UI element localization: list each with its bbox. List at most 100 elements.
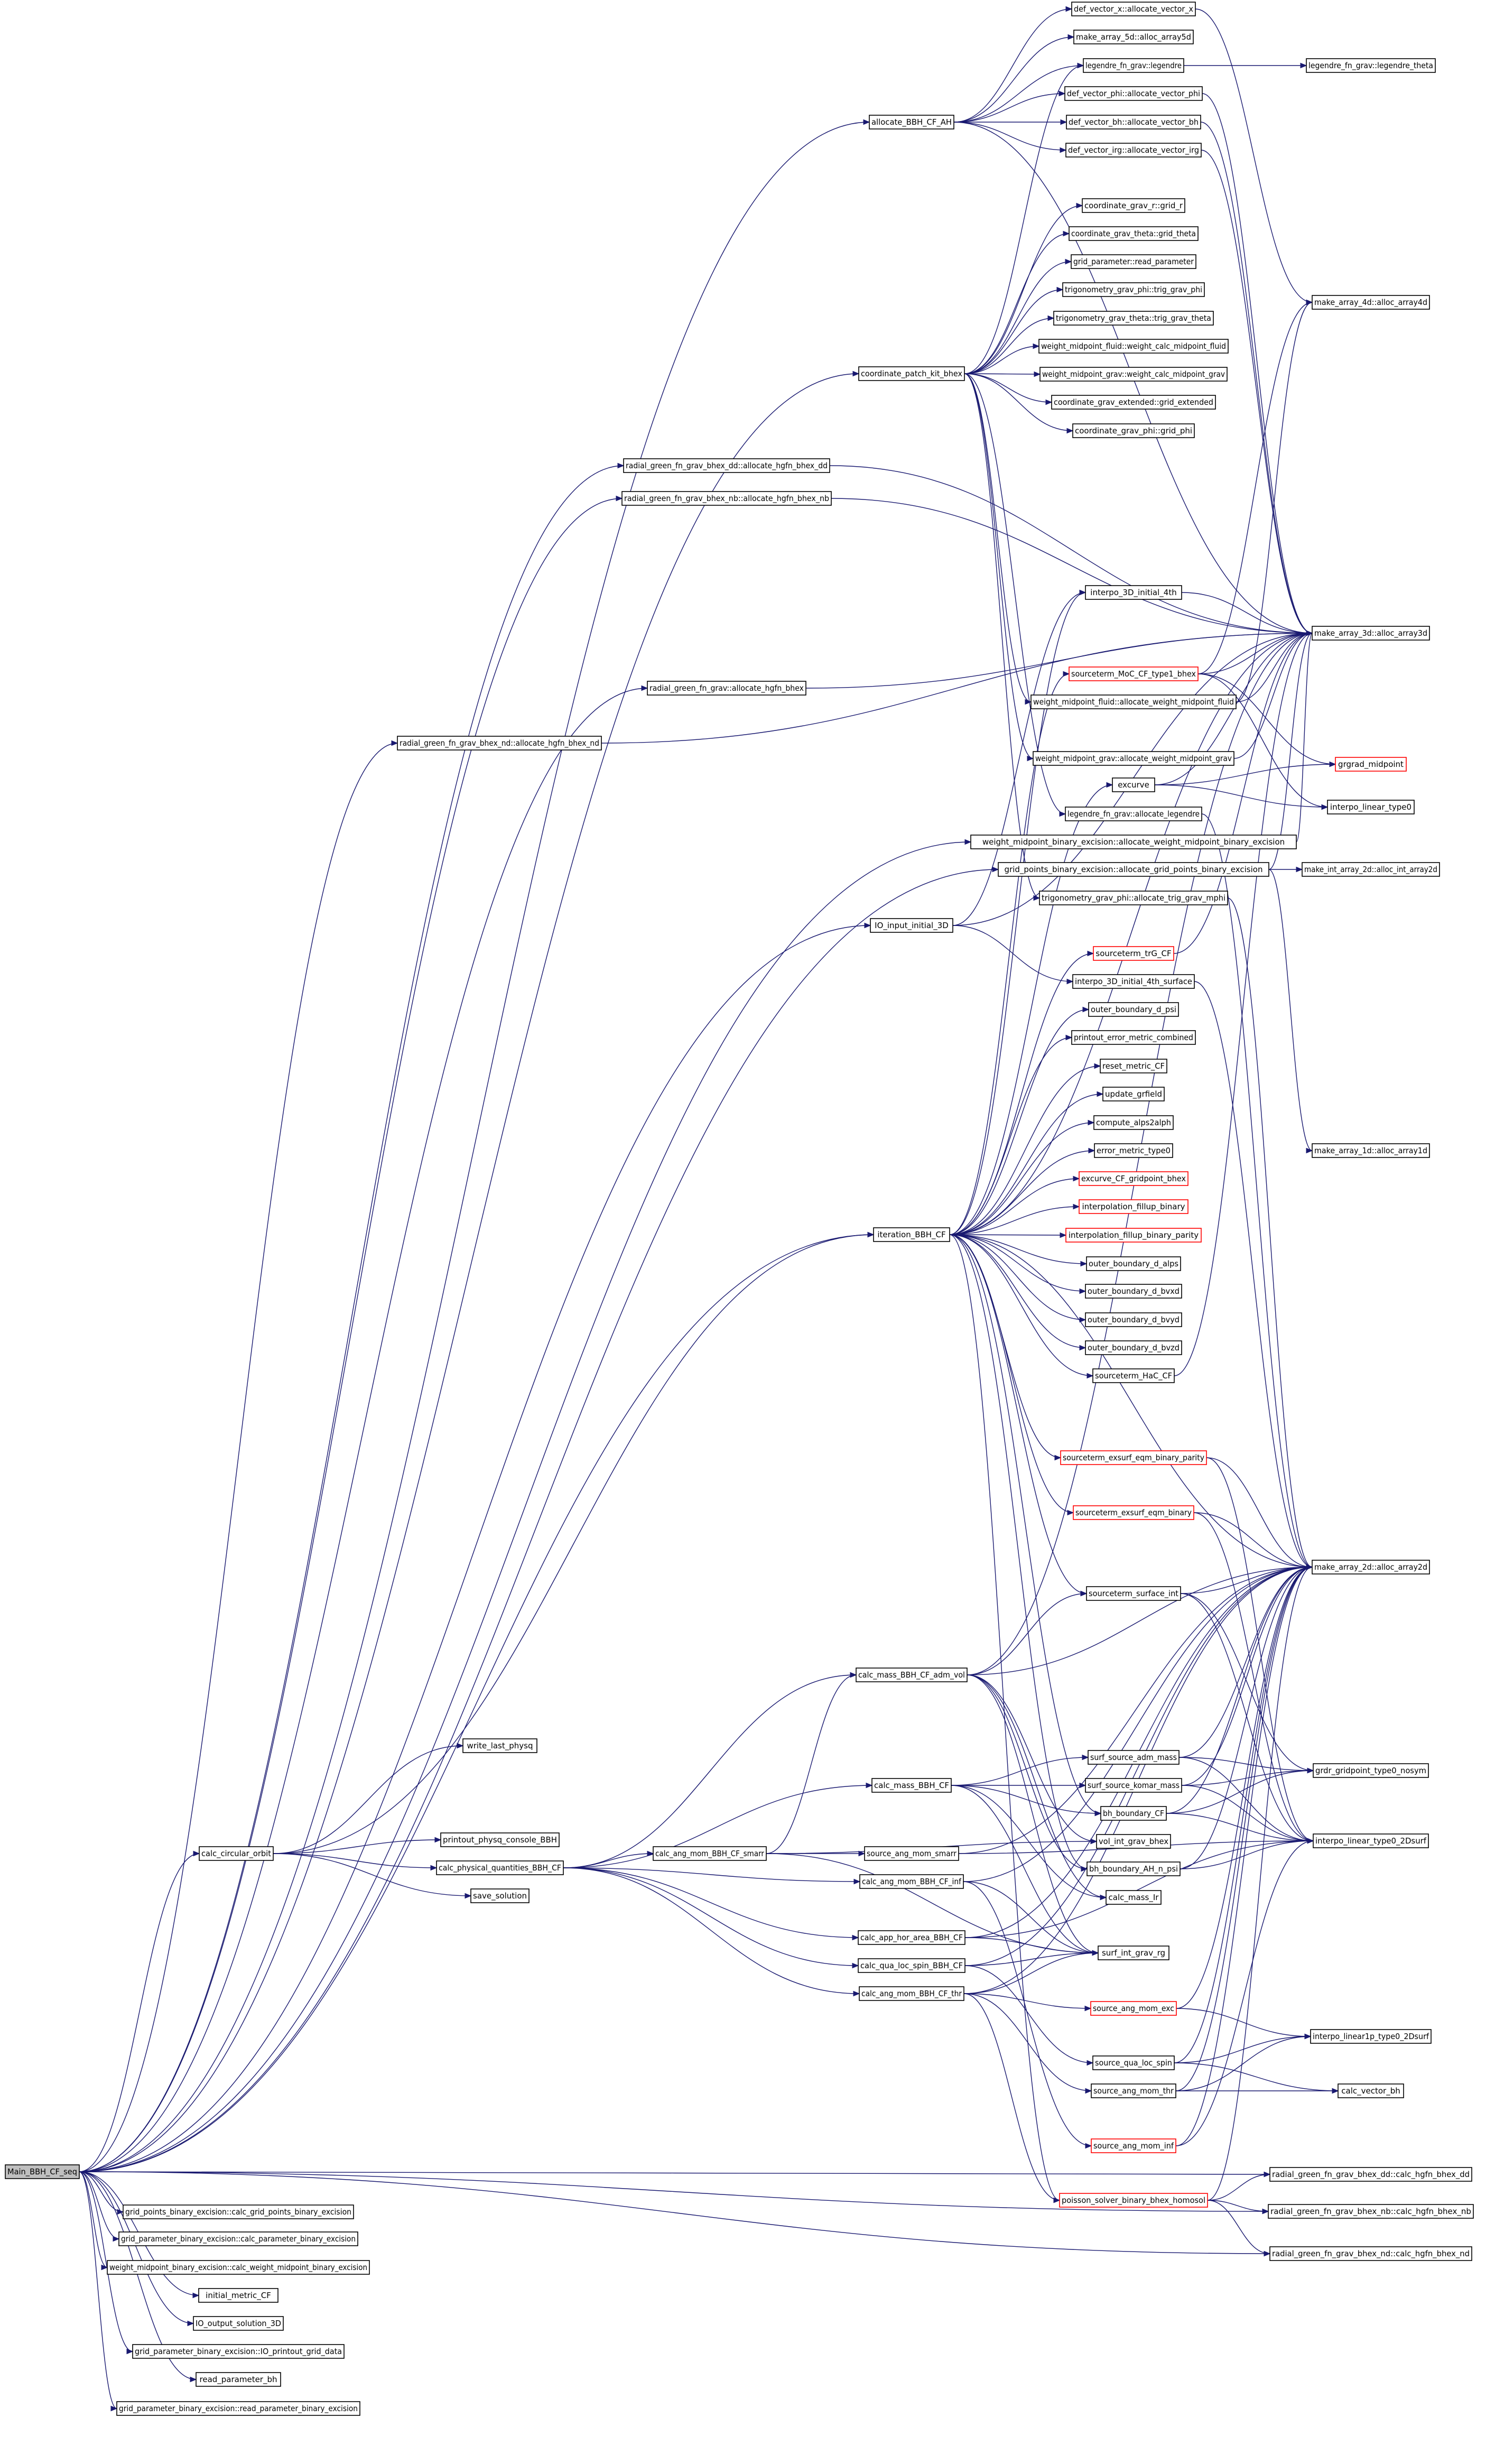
node-box[interactable] (1313, 1763, 1429, 1778)
node-legendre_alloc[interactable]: legendre_fn_grav::allocate_legendre (1065, 807, 1202, 821)
node-box[interactable] (1071, 254, 1196, 269)
node-box[interactable] (1312, 1560, 1430, 1574)
node-box[interactable] (1059, 2193, 1208, 2208)
node-read_param_binary_excision[interactable]: grid_parameter_binary_excision::read_par… (116, 2401, 360, 2416)
node-excurve[interactable]: excurve (1112, 777, 1155, 792)
node-box[interactable] (1065, 1228, 1202, 1243)
node-grdr_gridpoint_type0_nosym[interactable]: grdr_gridpoint_type0_nosym (1313, 1763, 1429, 1778)
node-box[interactable] (1069, 226, 1199, 241)
node-box[interactable] (871, 1778, 952, 1793)
node-box[interactable] (1100, 1059, 1167, 1073)
node-box[interactable] (1091, 2138, 1176, 2153)
node-box[interactable] (1090, 2001, 1177, 2016)
node-box[interactable] (1072, 423, 1195, 438)
node-box[interactable] (1302, 862, 1440, 877)
node-excurve_CF_gridpoint_bhex[interactable]: excurve_CF_gridpoint_bhex (1079, 1171, 1188, 1186)
node-alloc_hgfn_bhex_nb[interactable]: radial_green_fn_grav_bhex_nb::allocate_h… (621, 491, 832, 506)
node-calc_gp_binary_excision[interactable]: grid_points_binary_excision::calc_grid_p… (123, 2204, 354, 2219)
node-box[interactable] (123, 2204, 354, 2219)
node-box[interactable] (193, 2316, 284, 2331)
node-sourceterm_HaC_CF[interactable]: sourceterm_HaC_CF (1092, 1368, 1175, 1383)
node-box[interactable] (118, 2231, 358, 2246)
node-box[interactable] (1088, 1002, 1179, 1017)
node-wm_grav_calc[interactable]: weight_midpoint_grav::weight_calc_midpoi… (1039, 367, 1228, 382)
node-box[interactable] (1335, 757, 1407, 772)
node-compute_alps2alph[interactable]: compute_alps2alph (1093, 1115, 1174, 1130)
node-box[interactable] (1112, 777, 1155, 792)
node-box[interactable] (1072, 974, 1195, 989)
node-box[interactable] (1083, 58, 1184, 73)
node-printout_physq_console_BBH[interactable]: printout_physq_console_BBH (440, 1832, 560, 1847)
node-interpo_3D_initial_4th[interactable]: interpo_3D_initial_4th (1085, 585, 1182, 600)
node-box[interactable] (1086, 1586, 1181, 1601)
node-calc_ang_mom_BBH_CF_smarr[interactable]: calc_ang_mom_BBH_CF_smarr (653, 1846, 767, 1861)
node-box[interactable] (1338, 2083, 1404, 2098)
node-box[interactable] (870, 918, 953, 933)
node-box[interactable] (858, 366, 965, 381)
node-box[interactable] (1085, 585, 1182, 600)
node-iteration_BBH_CF[interactable]: iteration_BBH_CF (873, 1227, 950, 1242)
node-legendre_fn_grav_legendre[interactable]: legendre_fn_grav::legendre (1083, 58, 1184, 73)
node-box[interactable] (198, 2288, 278, 2303)
node-def_vector_irg[interactable]: def_vector_irg::allocate_vector_irg (1065, 143, 1202, 158)
node-sourceterm_surface_int[interactable]: sourceterm_surface_int (1086, 1586, 1181, 1601)
node-vol_int_grav_bhex[interactable]: vol_int_grav_bhex (1096, 1834, 1171, 1849)
node-read_parameter_bh[interactable]: read_parameter_bh (196, 2372, 281, 2387)
node-sourceterm_trG_CF[interactable]: sourceterm_trG_CF (1093, 946, 1174, 961)
node-write_last_physq[interactable]: write_last_physq (462, 1738, 537, 1753)
node-box[interactable] (1091, 2083, 1176, 2098)
node-box[interactable] (470, 1888, 530, 1903)
node-box[interactable] (1096, 1834, 1171, 1849)
node-box[interactable] (859, 1874, 964, 1889)
node-main[interactable]: Main_BBH_CF_seq (5, 2164, 80, 2179)
node-bh_boundary_AH_n_psi[interactable]: bh_boundary_AH_n_psi (1087, 1861, 1181, 1876)
node-box[interactable] (1066, 115, 1201, 129)
node-box[interactable] (1313, 1833, 1429, 1848)
node-calc_mass_Ir[interactable]: calc_mass_Ir (1106, 1890, 1162, 1905)
node-calc_wm_binary_excision[interactable]: weight_midpoint_binary_excision::calc_we… (107, 2260, 370, 2275)
node-surf_source_komar_mass[interactable]: surf_source_komar_mass (1085, 1778, 1182, 1793)
node-box[interactable] (1051, 395, 1216, 410)
node-box[interactable] (1092, 1368, 1175, 1383)
node-box[interactable] (1312, 626, 1430, 641)
node-interpolation_fillup_binary_parity[interactable]: interpolation_fillup_binary_parity (1065, 1228, 1202, 1243)
node-box[interactable] (199, 1846, 274, 1861)
node-alloc_hgfn_bhex_nd[interactable]: radial_green_fn_grav_bhex_nd::allocate_h… (397, 736, 602, 751)
node-box[interactable] (1079, 1199, 1188, 1214)
node-source_ang_mom_inf[interactable]: source_ang_mom_inf (1091, 2138, 1176, 2153)
node-wm_fluid_alloc[interactable]: weight_midpoint_fluid::allocate_weight_m… (1030, 694, 1237, 709)
node-box[interactable] (1092, 2055, 1175, 2070)
node-box[interactable] (1312, 1143, 1430, 1158)
node-source_ang_mom_thr[interactable]: source_ang_mom_thr (1091, 2083, 1176, 2098)
node-calc_circular_orbit[interactable]: calc_circular_orbit (199, 1846, 274, 1861)
node-box[interactable] (1327, 800, 1415, 814)
node-surf_int_grav_rg[interactable]: surf_int_grav_rg (1098, 1946, 1169, 1960)
node-box[interactable] (436, 1860, 564, 1875)
node-box[interactable] (1038, 339, 1229, 354)
node-box[interactable] (1100, 1806, 1167, 1821)
node-box[interactable] (397, 736, 602, 751)
node-calc_qua_loc_spin_BBH_CF[interactable]: calc_qua_loc_spin_BBH_CF (858, 1958, 965, 1973)
node-calc_hgfn_bhex_nd[interactable]: radial_green_fn_grav_bhex_nd::calc_hgfn_… (1269, 2246, 1472, 2261)
node-calc_ang_mom_BBH_CF_thr[interactable]: calc_ang_mom_BBH_CF_thr (859, 1986, 964, 2001)
node-coordinate_grav_extended[interactable]: coordinate_grav_extended::grid_extended (1051, 395, 1216, 410)
node-coordinate_grav_theta[interactable]: coordinate_grav_theta::grid_theta (1069, 226, 1199, 241)
node-box[interactable] (1088, 1750, 1180, 1765)
node-interpo_3D_initial_4th_surface[interactable]: interpo_3D_initial_4th_surface (1072, 974, 1195, 989)
node-box[interactable] (1071, 1030, 1196, 1045)
node-box[interactable] (858, 1958, 965, 1973)
node-box[interactable] (5, 2164, 80, 2179)
node-box[interactable] (1085, 1312, 1182, 1327)
node-initial_metric_CF[interactable]: initial_metric_CF (198, 2288, 278, 2303)
node-box[interactable] (864, 1846, 959, 1861)
node-box[interactable] (1030, 694, 1237, 709)
node-box[interactable] (856, 1668, 968, 1682)
node-outer_boundary_d_psi[interactable]: outer_boundary_d_psi (1088, 1002, 1179, 1017)
node-box[interactable] (1087, 1861, 1181, 1876)
node-calc_app_hor_area_BBH_CF[interactable]: calc_app_hor_area_BBH_CF (858, 1930, 965, 1945)
node-def_vector_x[interactable]: def_vector_x::allocate_vector_x (1071, 2, 1196, 16)
node-calc_mass_BBH_CF_adm_vol[interactable]: calc_mass_BBH_CF_adm_vol (856, 1668, 968, 1682)
node-box[interactable] (1039, 891, 1228, 905)
node-box[interactable] (1062, 282, 1205, 297)
node-make_array_1d[interactable]: make_array_1d::alloc_array1d (1312, 1143, 1430, 1158)
